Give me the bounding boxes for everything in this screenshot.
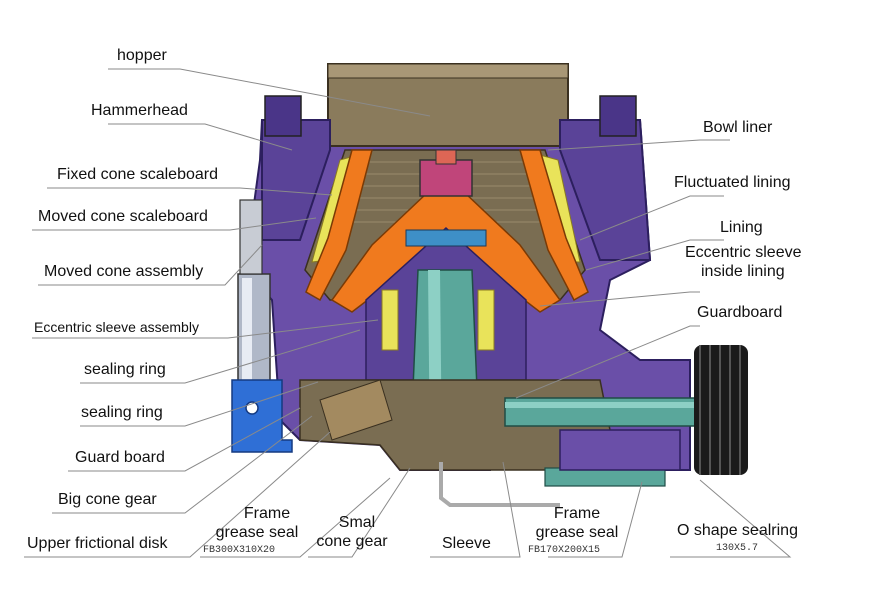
- head-plate: [405, 229, 487, 247]
- label-moved-cone-assembly: Moved cone assembly: [44, 263, 204, 280]
- label-o-shape-sealring: O shape sealring: [677, 522, 798, 539]
- countershaft-housing: [559, 429, 681, 471]
- label-frame-grease-seal-1-line2: grease seal: [215, 524, 299, 541]
- label-guardboard: Guardboard: [697, 304, 783, 321]
- label-hopper: hopper: [117, 47, 167, 64]
- label-big-cone-gear: Big cone gear: [58, 491, 157, 508]
- countershaft-highlight: [505, 402, 713, 408]
- label-eccentric-sleeve-inside-lining-line1: Eccentric sleeve: [685, 244, 802, 261]
- spec-frame-grease-seal-2: FB170X200X15: [528, 545, 601, 556]
- head-cap: [419, 159, 473, 197]
- label-sleeve: Sleeve: [442, 535, 491, 552]
- bowl-liner-right: [519, 149, 589, 302]
- label-guard-board: Guard board: [75, 449, 165, 466]
- leader-lines: [24, 68, 792, 558]
- label-bowl-liner: Bowl liner: [703, 119, 773, 136]
- label-sealing-ring-1: sealing ring: [84, 361, 166, 378]
- hammerhead-left: [264, 95, 302, 137]
- label-eccentric-sleeve-assembly: Eccentric sleeve assembly: [34, 319, 199, 335]
- crusher-body: [231, 63, 748, 507]
- big-cone-gear: [319, 379, 393, 441]
- head-bolt: [435, 149, 457, 165]
- bowl-liner-left: [305, 149, 373, 302]
- label-smal-cone-gear-line1: Smal: [338, 514, 376, 531]
- eccentric-sleeve-yellow-left: [381, 289, 399, 351]
- label-hammerhead: Hammerhead: [91, 102, 188, 119]
- label-moved-cone-scaleboard: Moved cone scaleboard: [38, 208, 208, 225]
- grease-pipe: [439, 462, 560, 507]
- label-frame-grease-seal-1-line1: Frame: [243, 505, 291, 522]
- label-lining: Lining: [720, 219, 763, 236]
- label-sealing-ring-2: sealing ring: [81, 404, 163, 421]
- spec-o-shape-sealring: 130X5.7: [716, 543, 759, 554]
- hammerhead-right: [599, 95, 637, 137]
- label-eccentric-sleeve-inside-lining-line2: inside lining: [701, 263, 785, 280]
- label-frame-grease-seal-2-line2: grease seal: [535, 524, 619, 541]
- hopper-top: [327, 63, 569, 79]
- label-fixed-cone-scaleboard: Fixed cone scaleboard: [57, 166, 218, 183]
- label-fluctuated-lining: Fluctuated lining: [674, 174, 791, 191]
- label-smal-cone-gear-line2: cone gear: [316, 533, 388, 550]
- spec-frame-grease-seal-1: FB300X310X20: [203, 545, 276, 556]
- label-upper-frictional-disk: Upper frictional disk: [27, 535, 168, 552]
- pulley: [694, 345, 748, 475]
- label-frame-grease-seal-2-line1: Frame: [553, 505, 601, 522]
- eccentric-sleeve-yellow-right: [477, 289, 495, 351]
